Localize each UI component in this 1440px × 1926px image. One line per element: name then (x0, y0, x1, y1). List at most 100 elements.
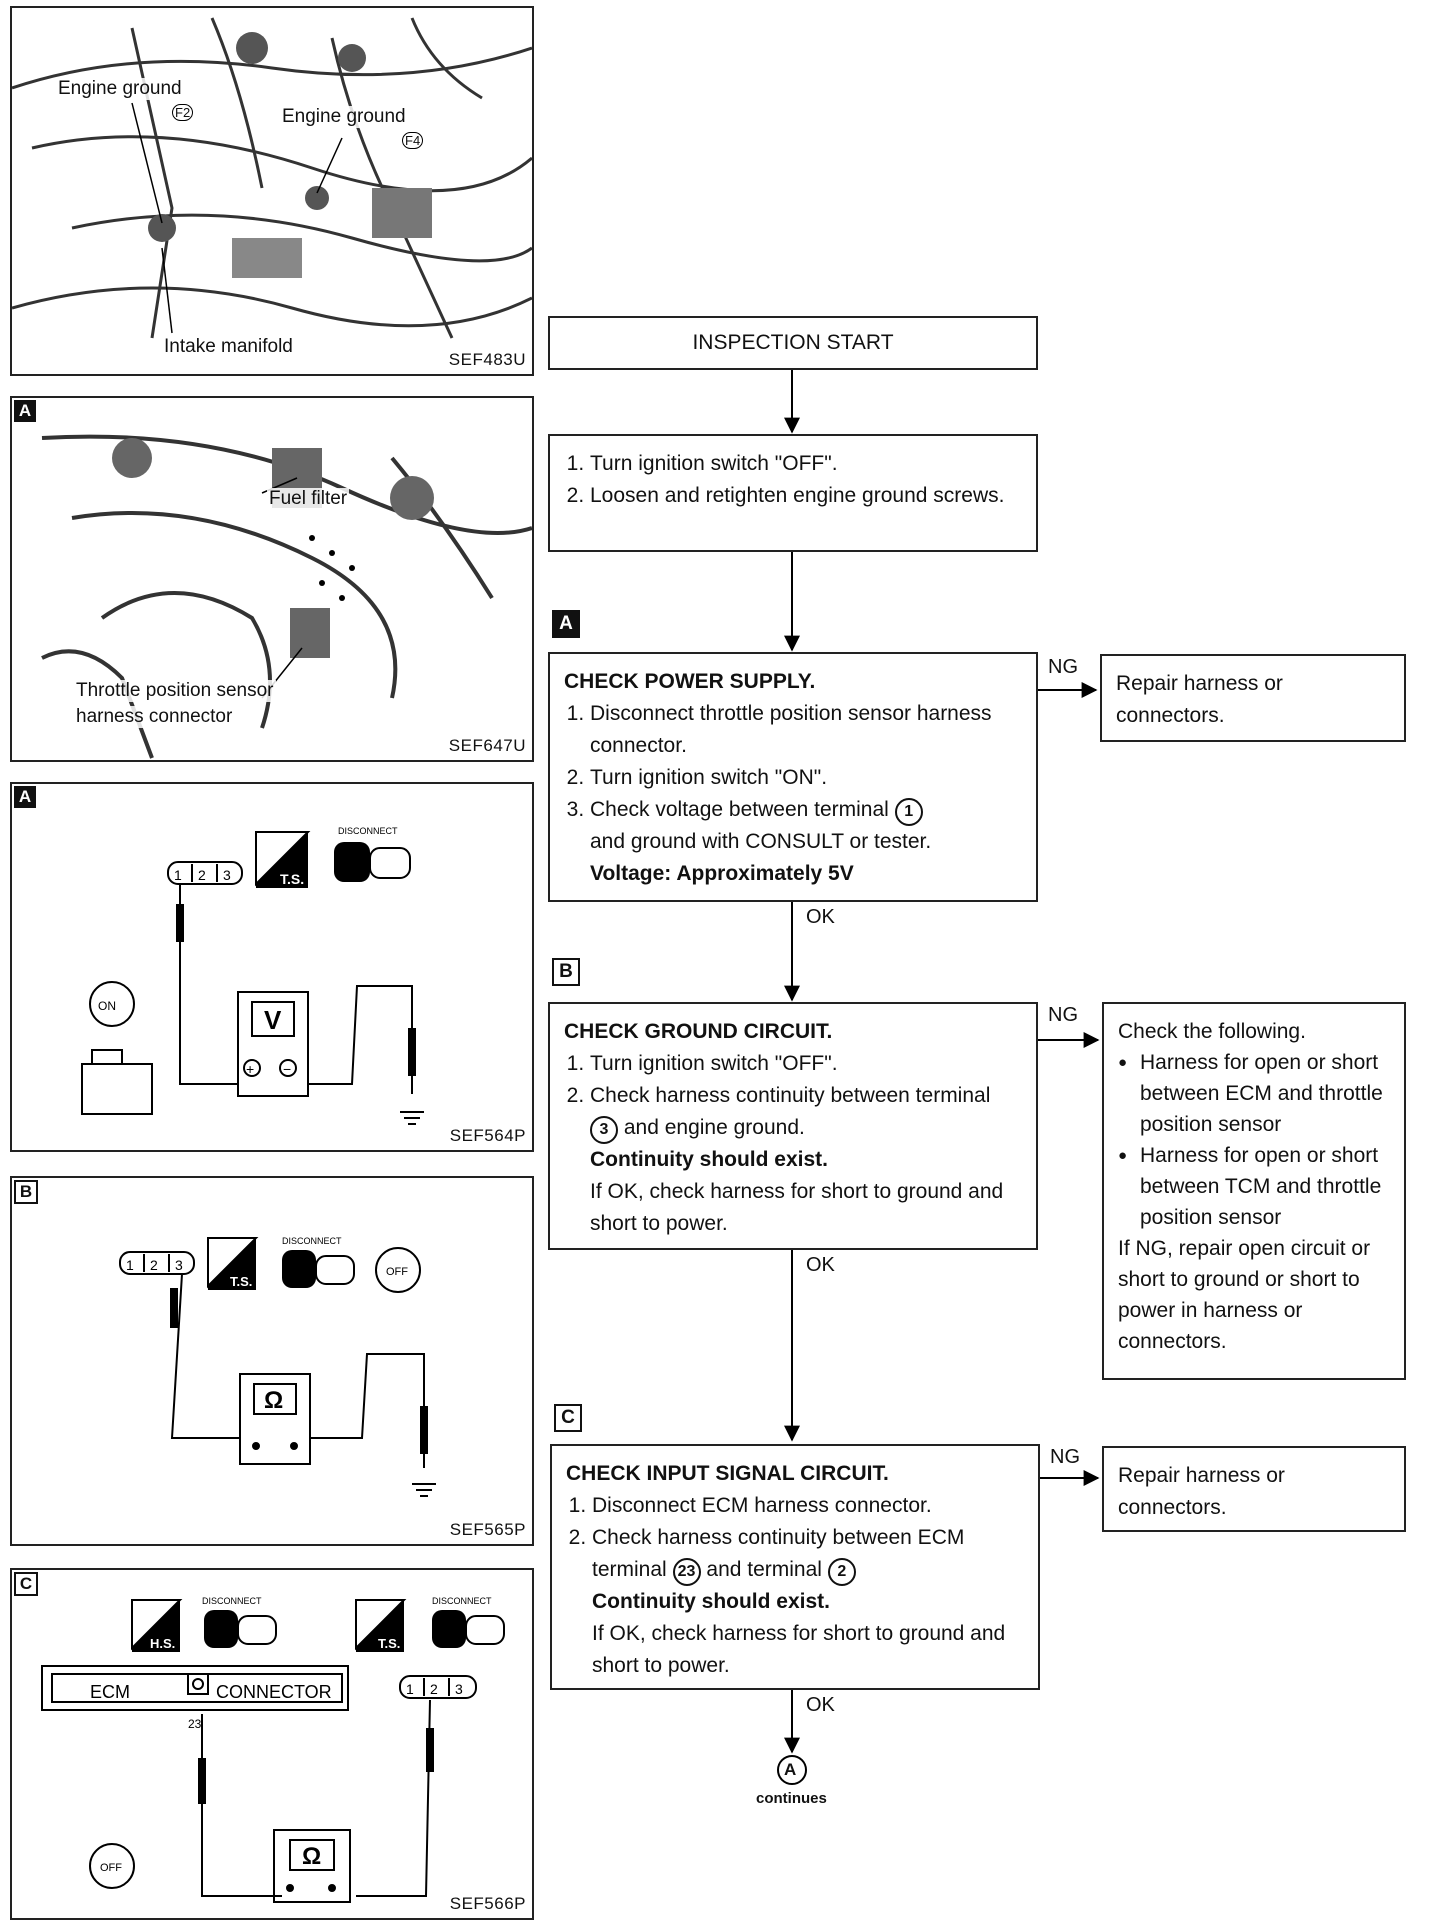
ts-label: T.S. (280, 871, 304, 887)
figure-code: SEF565P (449, 1520, 526, 1539)
figure-code: SEF566P (449, 1894, 526, 1913)
figure-tag: A (14, 400, 36, 422)
ng-bullet: Harness for open or short between ECM an… (1118, 1047, 1390, 1140)
ohmmeter-symbol: Ω (264, 1387, 283, 1414)
hs-label: H.S. (150, 1636, 175, 1651)
continues-symbol: A (784, 1760, 797, 1779)
step-item: Disconnect throttle position sensor harn… (590, 698, 1022, 762)
step-item-text: and ground with CONSULT or tester. (590, 830, 932, 853)
figure-signal-check: H.S. DISCONNECT T.S. DISCONNECT ECM (10, 1568, 534, 1920)
key-on-label: ON (98, 999, 116, 1013)
step-title: CHECK INPUT SIGNAL CIRCUIT. (566, 1462, 889, 1485)
figure-voltage-check: 1 2 3 V + − T.S. DISCONNECT ON A SEF564P (10, 782, 534, 1152)
step-loosen-ground-box: Turn ignition switch "OFF". Loosen and r… (548, 434, 1038, 552)
tps-label-line1: Throttle position sensor (74, 680, 276, 702)
disconnect-label: DISCONNECT (338, 826, 398, 836)
disconnect-label-2: DISCONNECT (432, 1596, 492, 1606)
terminal-3: 3 (455, 1681, 463, 1697)
ok-label: OK (806, 1694, 835, 1716)
step-item: Check harness continuity between termina… (590, 1080, 1022, 1240)
intake-manifold-label: Intake manifold (162, 336, 295, 358)
step-item: Loosen and retighten engine ground screw… (590, 480, 1022, 512)
f4-label: F4 (402, 132, 424, 149)
terminal-23-symbol: 23 (672, 1558, 701, 1586)
terminal-1: 1 (406, 1681, 414, 1697)
check-power-supply-box: CHECK POWER SUPPLY. Disconnect throttle … (548, 652, 1038, 902)
terminal-2: 2 (198, 867, 206, 883)
ts-label: T.S. (378, 1636, 400, 1651)
figure-tag: A (14, 786, 36, 808)
step-item-text: and engine ground. (623, 1116, 805, 1139)
step-item: Check harness continuity between ECM ter… (592, 1522, 1024, 1682)
expected-result: Voltage: Approximately 5V (590, 862, 854, 885)
step-tag-c: C (554, 1404, 582, 1432)
figure-code: SEF483U (448, 350, 526, 369)
ng-action-text: Repair harness or connectors. (1118, 1464, 1285, 1519)
step-item: Turn ignition switch "ON". (590, 762, 1022, 794)
terminal-2: 2 (150, 1257, 158, 1273)
connector-label: CONNECTOR (216, 1682, 332, 1702)
check-ground-circuit-box: CHECK GROUND CIRCUIT. Turn ignition swit… (548, 1002, 1038, 1250)
step-note: If OK, check harness for short to ground… (592, 1622, 1006, 1677)
step-title: CHECK GROUND CIRCUIT. (564, 1020, 833, 1043)
ground-check-diagram: 1 2 3 Ω T.S. DISCONNECT OFF (119, 1236, 436, 1497)
terminal-3: 3 (175, 1257, 183, 1273)
ng-action-box-c: Repair harness or connectors. (1102, 1446, 1406, 1532)
terminal-3: 3 (223, 867, 231, 883)
step-item-text: Check voltage between terminal (590, 798, 889, 821)
figure-ground-check: 1 2 3 Ω T.S. DISCONNECT OFF B SEF565P (10, 1176, 534, 1546)
key-off-label: OFF (386, 1266, 408, 1278)
disconnect-label: DISCONNECT (282, 1236, 342, 1246)
terminal-2: 2 (430, 1681, 438, 1697)
pin-23: 23 (188, 1717, 202, 1731)
step-item: Check voltage between terminal 1 and grou… (590, 794, 1022, 890)
ohmmeter-symbol: Ω (302, 1843, 321, 1870)
fuel-filter-label: Fuel filter (267, 488, 350, 510)
figure-tag: B (14, 1180, 38, 1204)
ng-action-box-a: Repair harness or connectors. (1100, 654, 1406, 742)
f2-label: F2 (172, 104, 194, 121)
ecm-label: ECM (90, 1682, 130, 1702)
figure-tag: C (14, 1572, 38, 1596)
engine-ground-illustration (12, 17, 532, 339)
terminal-3-symbol: 3 (590, 1116, 618, 1144)
step-item-text: Check harness continuity between termina… (590, 1084, 991, 1107)
step-item-text: Check harness continuity between ECM ter… (592, 1526, 965, 1581)
ok-label: OK (806, 1254, 835, 1276)
disconnect-label-1: DISCONNECT (202, 1596, 262, 1606)
voltage-check-diagram: 1 2 3 V + − T.S. DISCONNECT ON (81, 826, 424, 1125)
voltmeter-symbol: V (264, 1005, 282, 1035)
ng-label: NG (1050, 1446, 1080, 1468)
terminal-1-symbol: 1 (894, 798, 923, 826)
step-tag-b: B (552, 958, 580, 986)
svg-text:−: − (283, 1061, 291, 1077)
terminal-1: 1 (174, 867, 182, 883)
step-item: Turn ignition switch "OFF". (590, 1048, 1022, 1080)
terminal-1: 1 (126, 1257, 134, 1273)
figure-throttle-sensor: A Fuel filter Throttle position sensor h… (10, 396, 534, 762)
figure-code: SEF564P (449, 1126, 526, 1145)
ng-label: NG (1048, 656, 1078, 678)
expected-result: Continuity should exist. (592, 1590, 831, 1613)
ng-action-text: Repair harness or connectors. (1116, 672, 1283, 727)
engine-ground-label-1: Engine ground (56, 78, 184, 100)
svg-text:+: + (246, 1061, 254, 1077)
ts-label: T.S. (230, 1274, 252, 1289)
inspection-start-box: INSPECTION START (548, 316, 1038, 370)
tps-label-line2: harness connector (74, 706, 235, 728)
step-note: If OK, check harness for short to ground… (590, 1180, 1004, 1235)
step-title: CHECK POWER SUPPLY. (564, 670, 816, 693)
continues-label: continues (756, 1790, 827, 1807)
step-item: Disconnect ECM harness connector. (592, 1490, 1024, 1522)
signal-check-diagram: H.S. DISCONNECT T.S. DISCONNECT ECM (41, 1596, 505, 1903)
ng-note: If NG, repair open circuit or short to g… (1118, 1237, 1371, 1353)
terminal-2-symbol: 2 (827, 1558, 856, 1586)
figure-code: SEF647U (448, 736, 526, 755)
key-off-label: OFF (100, 1862, 122, 1874)
check-input-signal-box: CHECK INPUT SIGNAL CIRCUIT. Disconnect E… (550, 1444, 1040, 1690)
engine-ground-label-2: Engine ground (280, 106, 408, 128)
step-item-text: and terminal (706, 1558, 822, 1581)
ng-bullet: Harness for open or short between TCM an… (1118, 1140, 1390, 1233)
ok-label: OK (806, 906, 835, 928)
